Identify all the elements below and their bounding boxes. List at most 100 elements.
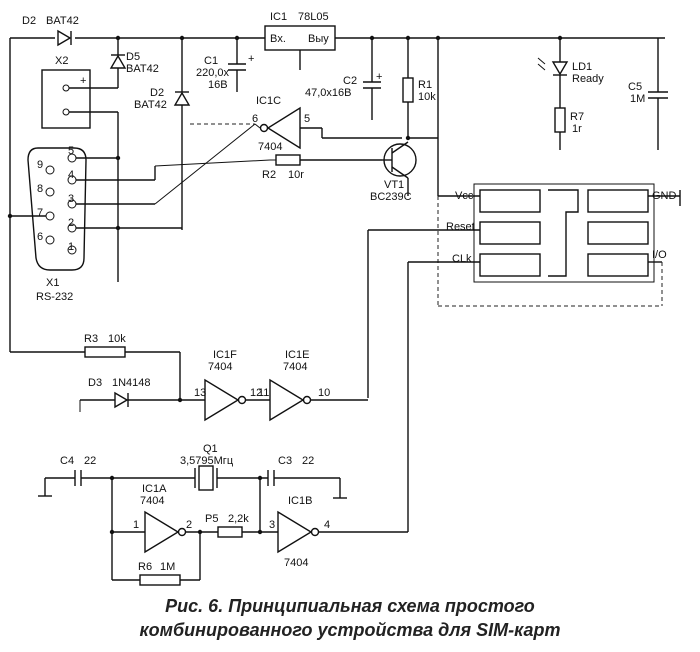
inverter-ic1e: IC1E 7404 11 10 bbox=[258, 349, 368, 422]
svg-text:BAT42: BAT42 bbox=[134, 99, 167, 111]
sim-card-block: Vcc Reset CLk GND I/O bbox=[446, 183, 681, 283]
svg-text:7404: 7404 bbox=[284, 557, 308, 569]
svg-text:Reset: Reset bbox=[446, 221, 475, 233]
top-rail bbox=[9, 37, 665, 400]
svg-text:7404: 7404 bbox=[140, 495, 164, 507]
svg-text:4: 4 bbox=[324, 519, 330, 531]
svg-text:10k: 10k bbox=[418, 91, 436, 103]
svg-text:7: 7 bbox=[37, 207, 43, 219]
svg-text:7404: 7404 bbox=[208, 361, 232, 373]
svg-text:3: 3 bbox=[68, 193, 74, 205]
capacitor-c2: + C2 47,0x16B bbox=[305, 38, 382, 120]
svg-text:IC1: IC1 bbox=[270, 11, 287, 23]
svg-text:+: + bbox=[248, 53, 254, 65]
svg-text:D3: D3 bbox=[88, 377, 102, 389]
svg-text:BAT42: BAT42 bbox=[46, 15, 79, 27]
svg-text:6: 6 bbox=[252, 113, 258, 125]
resistor-r2: R2 10r bbox=[262, 154, 382, 181]
svg-text:47,0x16B: 47,0x16B bbox=[305, 87, 351, 99]
svg-text:X2: X2 bbox=[55, 55, 68, 67]
svg-text:C4: C4 bbox=[60, 455, 74, 467]
svg-text:5: 5 bbox=[304, 113, 310, 125]
svg-text:IC1A: IC1A bbox=[142, 483, 167, 495]
svg-text:8: 8 bbox=[37, 183, 43, 195]
svg-text:9: 9 bbox=[37, 159, 43, 171]
svg-text:C5: C5 bbox=[628, 81, 642, 93]
inverter-ic1c: IC1C 6 5 7404 bbox=[252, 95, 402, 153]
svg-text:P5: P5 bbox=[205, 513, 218, 525]
capacitor-c1: + C1 220,0x 16B bbox=[196, 38, 254, 92]
svg-text:Ready: Ready bbox=[572, 73, 604, 85]
svg-text:Vcc: Vcc bbox=[455, 190, 474, 202]
svg-text:+: + bbox=[376, 71, 382, 83]
svg-text:2: 2 bbox=[68, 217, 74, 229]
svg-text:7404: 7404 bbox=[283, 361, 307, 373]
svg-text:220,0x: 220,0x bbox=[196, 67, 230, 79]
diode-d3: D3 1N4148 bbox=[79, 377, 205, 412]
svg-text:R1: R1 bbox=[418, 79, 432, 91]
svg-text:C3: C3 bbox=[278, 455, 292, 467]
transistor-vt1: VT1 BC239C bbox=[370, 141, 417, 203]
crystal-q1: Q1 3,5795Mгц bbox=[180, 443, 268, 491]
svg-text:1r: 1r bbox=[572, 123, 582, 135]
svg-text:IC1F: IC1F bbox=[213, 349, 237, 361]
svg-text:IC1E: IC1E bbox=[285, 349, 309, 361]
svg-text:R7: R7 bbox=[570, 111, 584, 123]
resistor-r3: R3 10k bbox=[84, 333, 126, 358]
svg-text:13: 13 bbox=[194, 387, 206, 399]
svg-text:IC1C: IC1C bbox=[256, 95, 281, 107]
svg-text:10: 10 bbox=[318, 387, 330, 399]
resistor-r5: P5 2,2k bbox=[205, 513, 278, 538]
svg-text:6: 6 bbox=[37, 231, 43, 243]
svg-text:R6: R6 bbox=[138, 561, 152, 573]
svg-text:78L05: 78L05 bbox=[298, 11, 329, 23]
resistor-r6: R6 1M bbox=[112, 532, 201, 586]
svg-text:4: 4 bbox=[68, 169, 74, 181]
capacitor-c3: C3 22 bbox=[267, 455, 347, 499]
svg-text:2,2k: 2,2k bbox=[228, 513, 249, 525]
regulator-ic1: Bx. Bыy IC1 78L05 bbox=[264, 11, 336, 70]
svg-text:Bx.: Bx. bbox=[270, 33, 286, 45]
caption-line-2: комбинированного устройства для SIM-карт bbox=[139, 620, 561, 640]
svg-text:R2: R2 bbox=[262, 169, 276, 181]
svg-text:C1: C1 bbox=[204, 55, 218, 67]
inverter-ic1b: IC1B 7404 3 4 bbox=[269, 495, 408, 569]
svg-text:D2: D2 bbox=[150, 87, 164, 99]
svg-text:VT1: VT1 bbox=[384, 179, 404, 191]
svg-text:D2: D2 bbox=[22, 15, 36, 27]
schematic-diagram: D2 BAT42 D5 BAT42 D2 BAT42 + C1 220,0x 1… bbox=[7, 11, 681, 586]
svg-text:X1: X1 bbox=[46, 277, 59, 289]
svg-text:Bыy: Bыy bbox=[308, 33, 329, 45]
svg-text:3,5795Mгц: 3,5795Mгц bbox=[180, 455, 234, 467]
svg-text:IC1B: IC1B bbox=[288, 495, 312, 507]
svg-text:11: 11 bbox=[258, 387, 269, 399]
caption-line-1: Рис. 6. Принципиальная схема простого bbox=[165, 596, 535, 616]
inverter-ic1f: IC1F 7404 13 12 bbox=[194, 349, 270, 422]
svg-text:16B: 16B bbox=[208, 79, 228, 91]
svg-text:BC239C: BC239C bbox=[370, 191, 412, 203]
svg-text:+: + bbox=[80, 75, 86, 87]
svg-text:7404: 7404 bbox=[258, 141, 282, 153]
diode-d2-top: D2 BAT42 bbox=[22, 15, 79, 47]
svg-text:Q1: Q1 bbox=[203, 443, 218, 455]
svg-text:CLk: CLk bbox=[452, 253, 472, 265]
svg-text:1: 1 bbox=[68, 241, 74, 253]
svg-text:12: 12 bbox=[250, 387, 262, 399]
svg-text:RS-232: RS-232 bbox=[36, 291, 73, 303]
svg-text:3: 3 bbox=[269, 519, 275, 531]
svg-text:I/O: I/O bbox=[652, 249, 667, 261]
svg-text:LD1: LD1 bbox=[572, 61, 592, 73]
svg-text:D5: D5 bbox=[126, 51, 140, 63]
inverter-ic1a: IC1A 7404 1 2 bbox=[111, 478, 218, 580]
capacitor-c4: C4 22 bbox=[38, 455, 195, 497]
svg-text:1M: 1M bbox=[160, 561, 175, 573]
resistor-r7: R7 1r bbox=[554, 107, 584, 150]
connector-x1: 5 9 4 8 3 7 2 6 1 X1 RS-232 bbox=[27, 145, 87, 303]
connector-x2: X2 + bbox=[41, 55, 119, 282]
svg-text:1N4148: 1N4148 bbox=[112, 377, 151, 389]
svg-text:22: 22 bbox=[302, 455, 314, 467]
svg-text:2: 2 bbox=[186, 519, 192, 531]
svg-text:BAT42: BAT42 bbox=[126, 63, 159, 75]
led-ld1: LD1 Ready bbox=[537, 38, 604, 108]
svg-text:5: 5 bbox=[68, 145, 74, 157]
